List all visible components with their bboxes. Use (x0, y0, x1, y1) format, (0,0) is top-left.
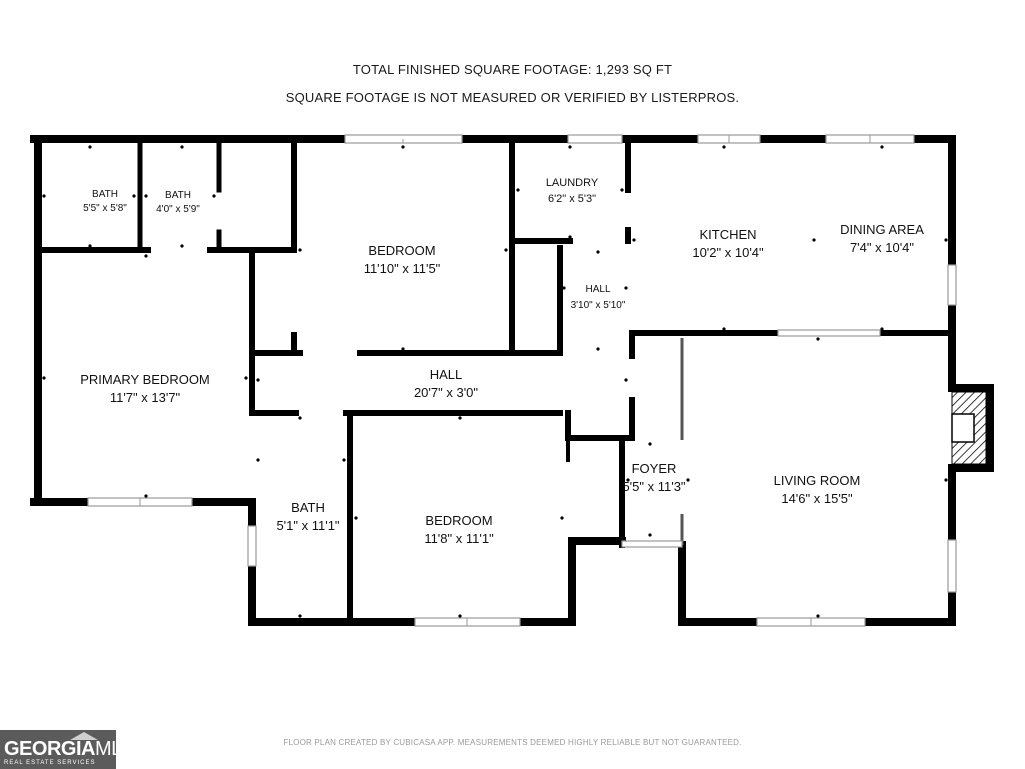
foyer-name: FOYER (632, 461, 677, 476)
laundry-name: LAUNDRY (546, 177, 599, 189)
bath-3-name: BATH (291, 500, 325, 515)
primary-bedroom-name: PRIMARY BEDROOM (80, 372, 210, 387)
dining-area-dims: 7'4" x 10'4" (850, 240, 914, 255)
laundry-dims: 6'2" x 5'3" (548, 193, 596, 205)
primary-bedroom-dims: 11'7" x 13'7" (110, 390, 181, 405)
dimension-markers (42, 145, 948, 618)
floor-plan-disclaimer: FLOOR PLAN CREATED BY CUBICASA APP. MEAS… (283, 738, 742, 747)
georgia-mls-logo: GEORGIAMLS REAL ESTATE SERVICES (0, 730, 135, 769)
kitchen-name: KITCHEN (699, 227, 756, 242)
bath-1-name: BATH (92, 189, 118, 200)
living-room-name: LIVING ROOM (774, 473, 861, 488)
roof-icon (70, 732, 98, 740)
windows (87, 134, 957, 627)
fireplace (951, 391, 987, 465)
kitchen-dims: 10'2" x 10'4" (692, 245, 764, 260)
dining-area-name: DINING AREA (840, 222, 924, 237)
bath-2-name: BATH (165, 190, 191, 201)
hall-main-dims: 20'7" x 3'0" (414, 385, 478, 400)
bedroom-top-name: BEDROOM (368, 243, 435, 258)
logo-brand: GEORGIAMLS (4, 738, 135, 761)
hall-main-name: HALL (430, 367, 463, 382)
logo-tagline: REAL ESTATE SERVICES (4, 760, 96, 766)
bath-3-dims: 5'1" x 11'1" (276, 518, 339, 533)
square-footage-disclaimer: SQUARE FOOTAGE IS NOT MEASURED OR VERIFI… (285, 90, 740, 105)
hall-small-name: HALL (585, 284, 610, 295)
bedroom-bottom-dims: 11'8" x 11'1" (424, 531, 494, 546)
bedroom-top-dims: 11'10" x 11'5" (364, 261, 441, 276)
logo-brand-light: MLS (94, 738, 135, 760)
bath-1-dims: 5'5" x 5'8" (83, 203, 127, 214)
logo-brand-bold: GEORGIA (4, 738, 95, 760)
living-room-dims: 14'6" x 15'5" (781, 491, 853, 506)
bath-2-dims: 4'0" x 5'9" (156, 204, 200, 215)
hall-small-dims: 3'10" x 5'10" (571, 300, 626, 311)
bedroom-bottom-name: BEDROOM (425, 513, 492, 528)
foyer-dims: 5'5" x 11'3" (622, 479, 685, 494)
total-square-footage: TOTAL FINISHED SQUARE FOOTAGE: 1,293 SQ … (352, 62, 673, 77)
walls (30, 135, 994, 626)
